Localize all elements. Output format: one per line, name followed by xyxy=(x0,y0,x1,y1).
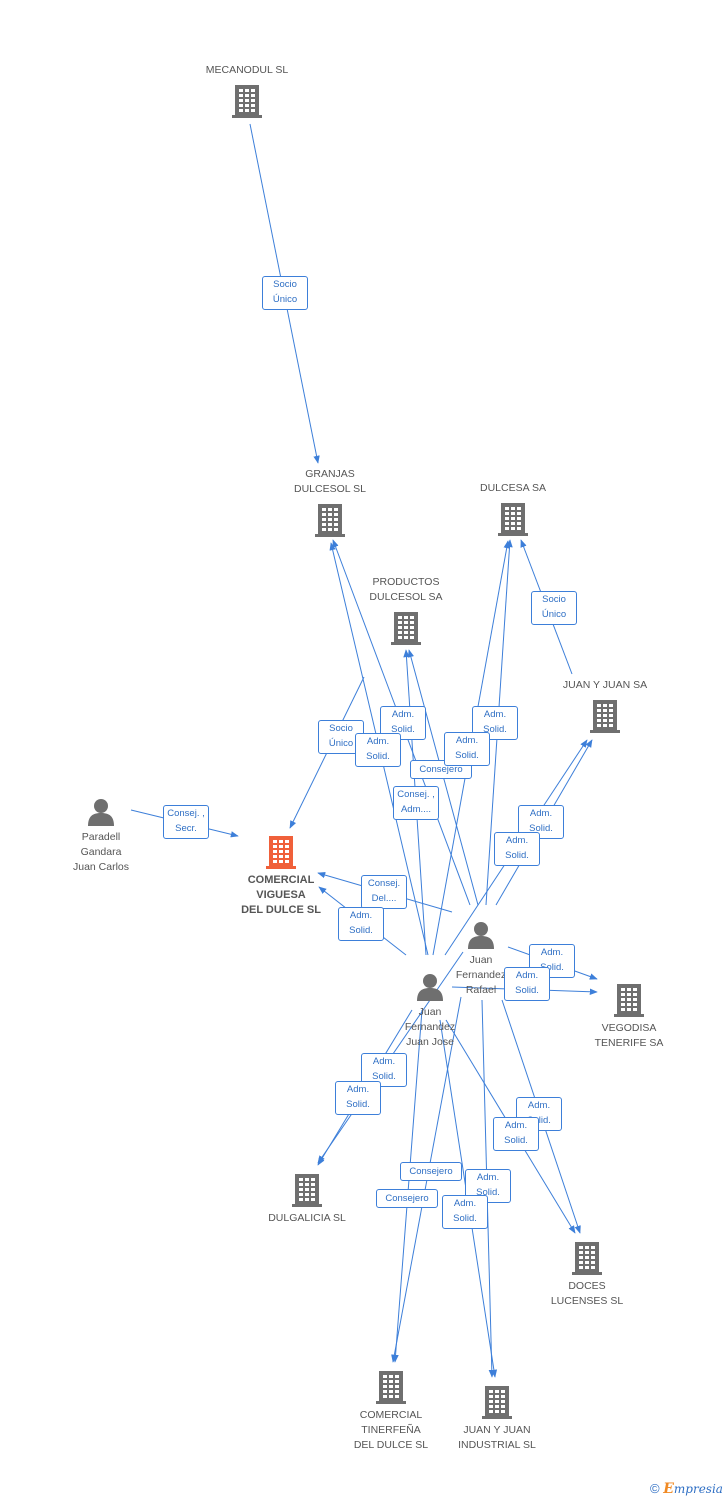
edge-label[interactable]: Adm. Solid. xyxy=(442,1195,488,1229)
edge-label[interactable]: Adm. Solid. xyxy=(518,805,564,839)
node-doces[interactable]: DOCES LUCENSES SL xyxy=(522,1241,652,1309)
edge-label[interactable]: Adm. Solid. xyxy=(493,1117,539,1151)
node-label: DULCESA SA xyxy=(480,482,546,494)
node-label: JUAN Y JUAN SA xyxy=(562,679,648,691)
edge-label[interactable]: Adm. Solid. xyxy=(494,832,540,866)
building-icon xyxy=(590,699,620,733)
node-mecanodul[interactable]: MECANODUL SL xyxy=(182,63,312,118)
node-label: DOCES LUCENSES SL xyxy=(550,1280,624,1307)
edge-label[interactable]: Adm. Solid. xyxy=(504,967,550,1001)
building-icon xyxy=(391,611,421,645)
node-label: Paradell Gandara Juan Carlos xyxy=(72,831,130,873)
footer-brand[interactable]: © Empresia xyxy=(650,1481,723,1497)
node-label: DULGALICIA SL xyxy=(268,1212,346,1224)
node-productos[interactable]: PRODUCTOS DULCESOL SA xyxy=(341,575,471,645)
copyright-symbol: © xyxy=(650,1481,660,1496)
building-icon xyxy=(232,84,262,118)
edge-label[interactable]: Socio Único xyxy=(262,276,308,310)
node-label: Juan Fernandez Juan Jose xyxy=(404,1006,456,1048)
node-label: COMERCIAL TINERFEÑA DEL DULCE SL xyxy=(353,1409,429,1451)
person-icon xyxy=(416,973,444,1001)
node-jose[interactable]: Juan Fernandez Juan Jose xyxy=(365,973,495,1050)
node-paradell[interactable]: Paradell Gandara Juan Carlos xyxy=(36,798,166,875)
node-label: PRODUCTOS DULCESOL SA xyxy=(369,576,443,603)
edge-label[interactable]: Consejero xyxy=(400,1161,462,1181)
empresia-logo: Empresia xyxy=(663,1481,723,1497)
building-icon xyxy=(266,835,296,869)
building-icon xyxy=(292,1173,322,1207)
node-vegodisa[interactable]: VEGODISA TENERIFE SA xyxy=(564,983,694,1051)
building-icon xyxy=(376,1370,406,1404)
edge-label[interactable]: Adm. Solid. xyxy=(444,732,490,766)
node-dulgalicia[interactable]: DULGALICIA SL xyxy=(242,1173,372,1226)
node-juanind[interactable]: JUAN Y JUAN INDUSTRIAL SL xyxy=(432,1385,562,1453)
node-rafael[interactable]: Juan Fernandez Rafael xyxy=(416,921,546,998)
edge-label[interactable]: Consej. Del.... xyxy=(361,875,407,909)
edge-label[interactable]: Adm. Solid. xyxy=(380,706,426,740)
node-granjas[interactable]: GRANJAS DULCESOL SL xyxy=(265,467,395,537)
edge-label[interactable]: Adm. Solid. xyxy=(355,733,401,767)
node-label: Juan Fernandez Rafael xyxy=(455,954,507,996)
edge-label[interactable]: Consejero xyxy=(376,1188,438,1208)
person-icon xyxy=(87,798,115,826)
edge-label[interactable]: Consej. , Adm.... xyxy=(393,786,439,820)
node-tinerfena[interactable]: COMERCIAL TINERFEÑA DEL DULCE SL xyxy=(326,1370,456,1453)
node-label: COMERCIAL VIGUESA DEL DULCE SL xyxy=(241,874,321,916)
building-icon xyxy=(614,983,644,1017)
edge-label[interactable]: Adm. Solid. xyxy=(335,1081,381,1115)
edge-jose-to-tinerfena xyxy=(392,1009,423,1363)
node-comercial[interactable]: COMERCIAL VIGUESA DEL DULCE SL xyxy=(216,835,346,918)
node-juanyjuansa[interactable]: JUAN Y JUAN SA xyxy=(540,678,670,733)
node-label: GRANJAS DULCESOL SL xyxy=(294,468,366,495)
building-icon xyxy=(482,1385,512,1419)
person-icon xyxy=(467,921,495,949)
node-label: VEGODISA TENERIFE SA xyxy=(594,1022,664,1049)
node-label: MECANODUL SL xyxy=(205,64,289,76)
node-label: JUAN Y JUAN INDUSTRIAL SL xyxy=(458,1424,536,1451)
building-icon xyxy=(498,502,528,536)
edge-label[interactable]: Socio Único xyxy=(531,591,577,625)
edge-label[interactable]: Adm. Solid. xyxy=(338,907,384,941)
building-icon xyxy=(572,1241,602,1275)
building-icon xyxy=(315,503,345,537)
edge-label[interactable]: Consej. , Secr. xyxy=(163,805,209,839)
node-dulcesa[interactable]: DULCESA SA xyxy=(448,481,578,536)
